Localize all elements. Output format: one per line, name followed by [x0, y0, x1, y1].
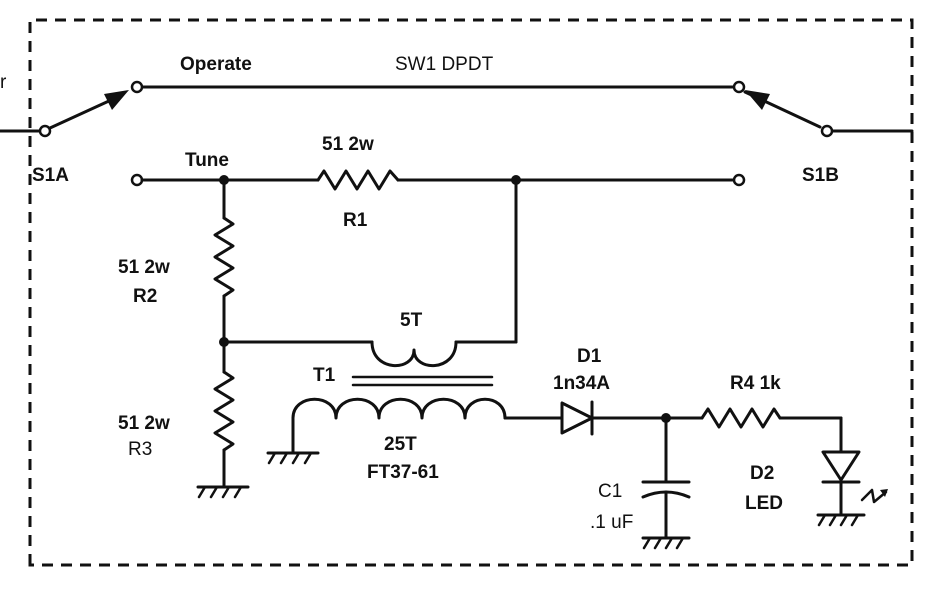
c1-value-label: .1 uF: [590, 512, 633, 533]
s1b-common-terminal: [820, 124, 834, 138]
operate-label: Operate: [180, 54, 252, 75]
s1a-operate-terminal: [130, 80, 144, 94]
s1a-label: S1A: [32, 165, 69, 186]
enclosure-border: [28, 18, 914, 567]
s1a-common-terminal: [38, 124, 52, 138]
s1b-label: S1B: [802, 165, 839, 186]
s1b-operate-terminal: [732, 80, 746, 94]
r1-value-label: 51 2w: [322, 134, 374, 155]
d1-part-label: 1n34A: [553, 373, 610, 394]
r3-value-label: 51 2w: [118, 413, 170, 434]
switch-sw1: [0, 80, 914, 187]
t1-name-label: T1: [313, 365, 336, 386]
c1-name-label: C1: [598, 481, 622, 502]
tune-label: Tune: [185, 150, 229, 171]
led-d2: [821, 450, 861, 484]
r4-label: R4 1k: [730, 373, 781, 394]
resistor-r2: [213, 216, 235, 298]
d1-name-label: D1: [577, 346, 602, 367]
switch-label: SW1 DPDT: [395, 54, 494, 75]
t1-secondary-turns-label: 25T: [384, 434, 417, 455]
ground-icon: [816, 513, 866, 527]
t1-primary-winding: [370, 340, 458, 367]
s1a-arrow: [104, 90, 129, 110]
tune-line: [140, 169, 735, 191]
ground-icon: [641, 536, 691, 550]
light-emission-icon: [860, 488, 888, 504]
d2-name-label: D2: [750, 463, 774, 484]
t1-secondary-winding: [291, 397, 507, 420]
diode-d1: [560, 400, 594, 436]
s1b-tune-terminal: [732, 173, 746, 187]
resistor-r4: [700, 407, 782, 429]
t1-core-label: FT37-61: [367, 462, 439, 483]
t1-primary-turns-label: 5T: [400, 310, 423, 331]
r3-name-label: R3: [128, 439, 152, 460]
r2-value-label: 51 2w: [118, 257, 170, 278]
r2-name-label: R2: [133, 286, 157, 307]
edge-fragment-label: r: [0, 72, 7, 93]
resistor-r3: [213, 370, 235, 452]
r1-name-label: R1: [343, 210, 368, 231]
s1b-arrow: [745, 90, 770, 110]
ground-icon: [196, 485, 250, 499]
resistor-r1: [316, 169, 400, 191]
d2-type-label: LED: [745, 493, 783, 514]
